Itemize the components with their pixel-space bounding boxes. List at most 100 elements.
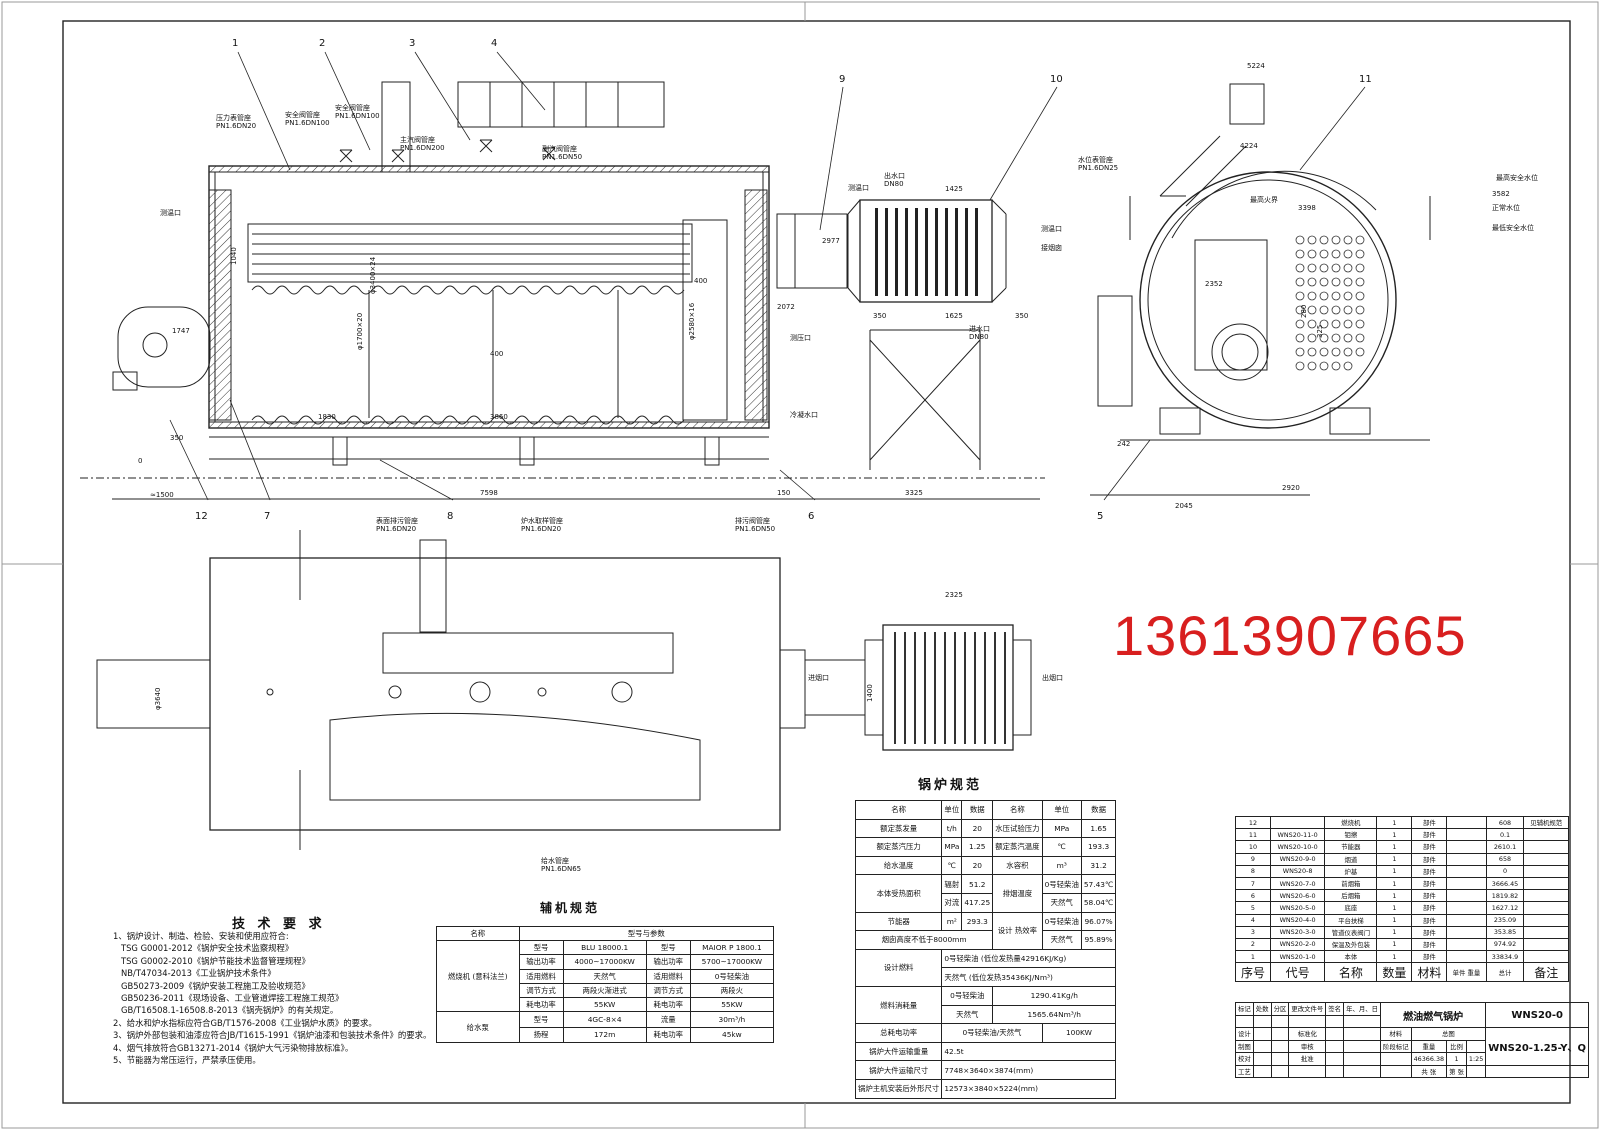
boiler-casing [208,165,770,429]
dim-phi2580: φ2580×16 [688,302,696,340]
dim-150: 150 [777,489,790,497]
part-9: 9 [839,74,845,85]
title-block: 标记处数分区更改文件号签名年、月、日 燃油燃气锅炉 WNS20-0 设计标准化 … [1235,1002,1590,1078]
dim-280: 280 [1300,305,1308,318]
part-11: 11 [1359,74,1372,85]
leader-lines [169,51,1366,501]
dim-350a: 350 [170,434,183,442]
dim-2920: 2920 [1282,484,1300,492]
aux-spec-title: 辅机规范 [540,901,601,915]
contact-phone: 13613907665 [1113,604,1467,667]
dim-0: 0 [138,457,142,465]
label-temp-1: 测温口 [160,208,181,217]
part-5: 5 [1097,511,1103,522]
dim-phi3640: φ3640 [154,688,162,710]
sheet-frame [62,20,1571,1104]
economizer-tubes-plan [894,632,1006,744]
part-2: 2 [319,38,325,49]
tech-requirements-title: 技 术 要 求 [232,917,326,932]
part-8: 8 [447,511,453,522]
dim-325: 325 [1316,325,1324,338]
tech-requirement-line: NB/T47034-2013《工业锅炉技术条件》 [113,968,276,979]
dim-7598: 7598 [480,489,498,497]
dim-1040: 1040 [230,247,238,265]
dim-2325: 2325 [945,591,963,599]
dim-1830: 1830 [318,413,336,421]
dim-1425: 1425 [945,185,963,193]
part-balloons: 1 2 3 4 5 6 7 8 9 10 11 12 [195,38,1372,522]
dim-1625: 1625 [945,312,963,320]
part-1: 1 [232,38,238,49]
tech-requirement-line: GB/T16508.1-16508.8-2013《锅壳锅炉》的有关规定。 [113,1005,339,1016]
tech-requirement-line: TSG G0002-2010《锅炉节能技术监督管理规程》 [113,955,310,966]
side-view [80,81,1045,500]
label-temp-3: 测温口 [1041,224,1062,233]
dim-2352: 2352 [1205,280,1223,288]
top-view [96,530,1032,850]
tech-requirements-list: 1、锅炉设计、制造、检验、安装和使用应符合: TSG G0001-2012《锅炉… [113,930,431,1066]
part-10: 10 [1050,74,1063,85]
parts-header-row: 序号代号名称数量材料单件 重量总计备注 [1235,962,1569,983]
tech-requirement-line: 5、节能器为常压运行，严禁承压使用。 [113,1055,261,1066]
dim-2072: 2072 [777,303,795,311]
front-view [1090,83,1431,496]
tech-requirement-line: TSG G0001-2012《锅炉安全技术监察规程》 [113,943,294,954]
dimension-texts: 7598 350 ≈1500 150 3325 1425 1625 350 35… [138,62,1510,710]
part-12: 12 [195,511,208,522]
plan-outline [209,557,781,831]
dim-3398: 3398 [1298,204,1316,212]
label-flue-outlet: 出烟口 [1042,673,1063,682]
dim-1500: ≈1500 [150,491,174,499]
label-flue: 接烟囱 [1041,243,1062,252]
part-6: 6 [808,511,814,522]
tech-requirement-line: 2、给水和炉水指标应符合GB/T1576-2008《工业锅炉水质》的要求。 [113,1017,377,1028]
economizer-tubes-side [875,208,978,296]
part-7: 7 [264,511,270,522]
dim-2045: 2045 [1175,502,1193,510]
dim-2977: 2977 [822,237,840,245]
boiler-shell-circle [1139,171,1397,429]
tech-requirement-line: GB50273-2009《锅炉安装工程施工及验收规范》 [113,980,310,991]
dim-350b: 350 [873,312,886,320]
dim-3325: 3325 [905,489,923,497]
front-tube-holes [1295,235,1365,371]
dim-400b: 400 [490,350,503,358]
dim-1747: 1747 [172,327,190,335]
tech-requirement-line: 3、锅炉外部包装和油漆应符合JB/T1615-1991《锅炉油漆和包装技术条件》… [113,1030,432,1041]
dim-1400: 1400 [866,684,874,702]
part-3: 3 [409,38,415,49]
dim-5224: 5224 [1247,62,1265,70]
label-temp-2: 测温口 [848,183,869,192]
label-highest-fire: 最高火界 [1250,195,1278,204]
dim-242: 242 [1117,440,1130,448]
dim-350c: 350 [1015,312,1028,320]
dim-phi1700: φ1700×20 [356,313,364,350]
label-condensate: 冷凝水口 [790,410,818,419]
